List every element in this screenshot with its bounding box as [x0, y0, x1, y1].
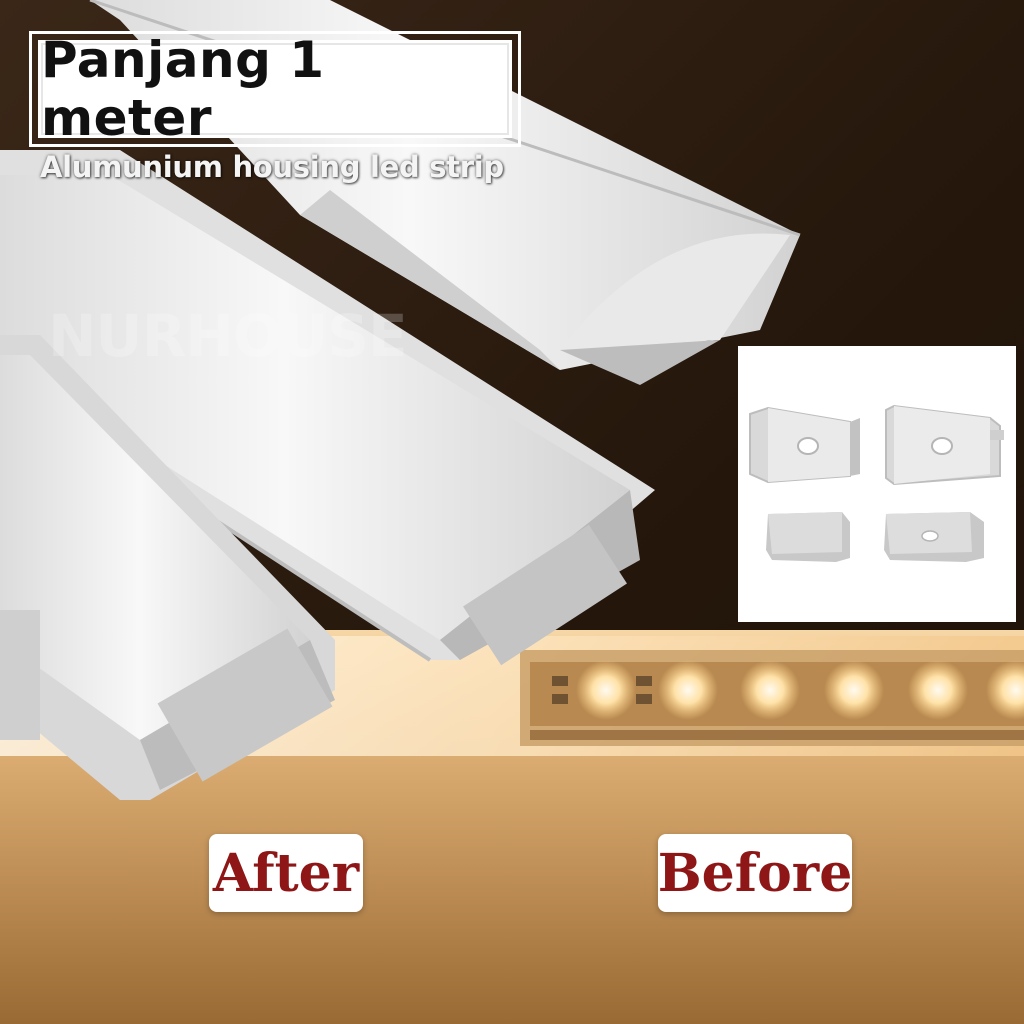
title-box: Panjang 1 meter — [29, 31, 521, 147]
page-title: Panjang 1 meter — [41, 31, 325, 147]
end-caps-inset — [738, 346, 1016, 622]
before-label: Before — [658, 834, 852, 912]
led-strip — [520, 650, 1024, 746]
mounting-clip-icon — [885, 404, 1004, 486]
mounting-clip-icon — [749, 406, 860, 484]
flanged-profile — [0, 150, 655, 666]
end-caps-illustration — [749, 404, 1004, 562]
subtitle: Alumunium housing led strip — [40, 150, 504, 184]
front-profile — [0, 335, 335, 800]
end-cap-icon — [766, 512, 850, 562]
watermark: NURHOUSE — [48, 302, 408, 370]
end-cap-icon — [884, 512, 984, 562]
after-label: After — [209, 834, 363, 912]
